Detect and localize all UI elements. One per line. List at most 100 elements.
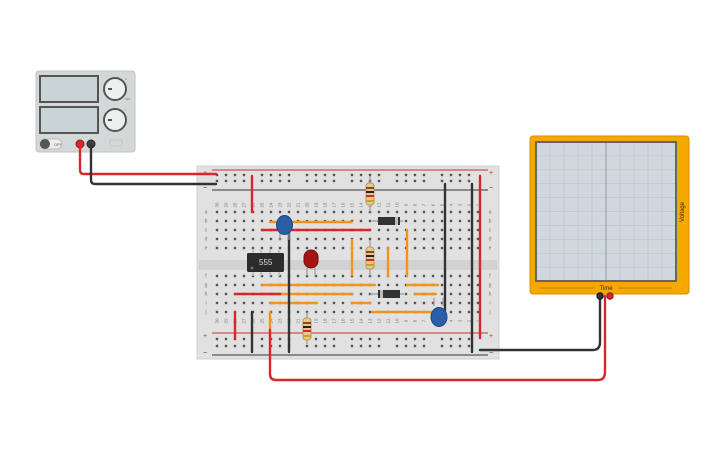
breadboard-hole[interactable]	[350, 310, 354, 314]
rail-hole[interactable]	[377, 344, 381, 348]
breadboard-hole[interactable]	[458, 228, 462, 232]
rail-hole[interactable]	[377, 337, 381, 341]
rail-hole[interactable]	[467, 173, 471, 177]
breadboard-hole[interactable]	[269, 237, 273, 241]
breadboard-hole[interactable]	[323, 301, 327, 305]
breadboard-hole[interactable]	[260, 237, 264, 241]
breadboard-hole[interactable]	[431, 274, 435, 278]
breadboard-hole[interactable]	[332, 210, 336, 214]
rail-hole[interactable]	[458, 344, 462, 348]
rail-hole[interactable]	[440, 337, 444, 341]
power-supply[interactable]: V SET I OFF	[35, 70, 136, 153]
rail-hole[interactable]	[404, 173, 408, 177]
scope-negative-probe[interactable]	[596, 292, 604, 300]
breadboard-hole[interactable]	[395, 228, 399, 232]
resistor[interactable]	[302, 312, 312, 344]
breadboard-hole[interactable]	[449, 283, 453, 287]
breadboard-hole[interactable]	[440, 292, 444, 296]
breadboard-hole[interactable]	[377, 210, 381, 214]
rail-hole[interactable]	[440, 173, 444, 177]
rail-hole[interactable]	[449, 337, 453, 341]
breadboard-hole[interactable]	[323, 246, 327, 250]
breadboard-hole[interactable]	[449, 292, 453, 296]
breadboard-hole[interactable]	[233, 274, 237, 278]
breadboard-hole[interactable]	[242, 310, 246, 314]
rail-hole[interactable]	[350, 344, 354, 348]
breadboard-hole[interactable]	[269, 246, 273, 250]
breadboard-hole[interactable]	[440, 228, 444, 232]
breadboard-hole[interactable]	[323, 237, 327, 241]
breadboard-hole[interactable]	[260, 310, 264, 314]
rail-hole[interactable]	[395, 337, 399, 341]
rail-hole[interactable]	[233, 179, 237, 183]
breadboard-hole[interactable]	[278, 310, 282, 314]
rail-hole[interactable]	[422, 344, 426, 348]
breadboard-hole[interactable]	[467, 292, 471, 296]
breadboard-hole[interactable]	[215, 219, 219, 223]
breadboard-hole[interactable]	[476, 228, 480, 232]
rail-hole[interactable]	[242, 173, 246, 177]
rail-hole[interactable]	[449, 179, 453, 183]
breadboard-hole[interactable]	[413, 274, 417, 278]
rail-hole[interactable]	[278, 337, 282, 341]
rail-hole[interactable]	[413, 337, 417, 341]
breadboard-hole[interactable]	[377, 274, 381, 278]
rail-hole[interactable]	[233, 344, 237, 348]
breadboard-hole[interactable]	[224, 310, 228, 314]
breadboard-hole[interactable]	[233, 219, 237, 223]
breadboard-hole[interactable]	[251, 283, 255, 287]
breadboard-hole[interactable]	[251, 228, 255, 232]
rail-hole[interactable]	[395, 179, 399, 183]
rail-hole[interactable]	[467, 344, 471, 348]
rail-hole[interactable]	[215, 179, 219, 183]
rail-hole[interactable]	[323, 173, 327, 177]
rail-hole[interactable]	[269, 179, 273, 183]
breadboard-hole[interactable]	[269, 274, 273, 278]
breadboard-hole[interactable]	[413, 210, 417, 214]
rail-hole[interactable]	[314, 179, 318, 183]
breadboard-hole[interactable]	[260, 274, 264, 278]
rail-hole[interactable]	[413, 179, 417, 183]
rail-hole[interactable]	[449, 344, 453, 348]
rail-hole[interactable]	[368, 173, 372, 177]
breadboard-hole[interactable]	[449, 310, 453, 314]
breadboard-hole[interactable]	[350, 210, 354, 214]
breadboard-hole[interactable]	[431, 210, 435, 214]
breadboard-hole[interactable]	[233, 210, 237, 214]
rail-hole[interactable]	[260, 179, 264, 183]
breadboard-hole[interactable]	[215, 237, 219, 241]
breadboard-hole[interactable]	[242, 274, 246, 278]
breadboard-hole[interactable]	[449, 210, 453, 214]
rail-hole[interactable]	[215, 344, 219, 348]
breadboard-hole[interactable]	[296, 210, 300, 214]
breadboard-hole[interactable]	[440, 237, 444, 241]
breadboard-hole[interactable]	[458, 237, 462, 241]
breadboard-hole[interactable]	[395, 237, 399, 241]
breadboard-hole[interactable]	[377, 237, 381, 241]
breadboard-hole[interactable]	[323, 310, 327, 314]
breadboard-hole[interactable]	[269, 210, 273, 214]
breadboard-hole[interactable]	[224, 219, 228, 223]
breadboard-hole[interactable]	[458, 274, 462, 278]
breadboard-hole[interactable]	[458, 301, 462, 305]
breadboard-hole[interactable]	[341, 310, 345, 314]
breadboard-hole[interactable]	[233, 283, 237, 287]
breadboard-hole[interactable]	[377, 228, 381, 232]
breadboard-hole[interactable]	[395, 210, 399, 214]
breadboard-hole[interactable]	[233, 237, 237, 241]
breadboard-hole[interactable]	[467, 283, 471, 287]
breadboard-hole[interactable]	[458, 246, 462, 250]
breadboard-hole[interactable]	[215, 246, 219, 250]
breadboard-hole[interactable]	[323, 274, 327, 278]
breadboard-hole[interactable]	[467, 228, 471, 232]
rail-hole[interactable]	[404, 179, 408, 183]
breadboard-hole[interactable]	[422, 210, 426, 214]
breadboard-hole[interactable]	[458, 283, 462, 287]
rail-hole[interactable]	[350, 173, 354, 177]
rail-hole[interactable]	[422, 173, 426, 177]
rail-hole[interactable]	[314, 337, 318, 341]
breadboard-hole[interactable]	[413, 301, 417, 305]
external-wires[interactable]	[78, 142, 607, 382]
